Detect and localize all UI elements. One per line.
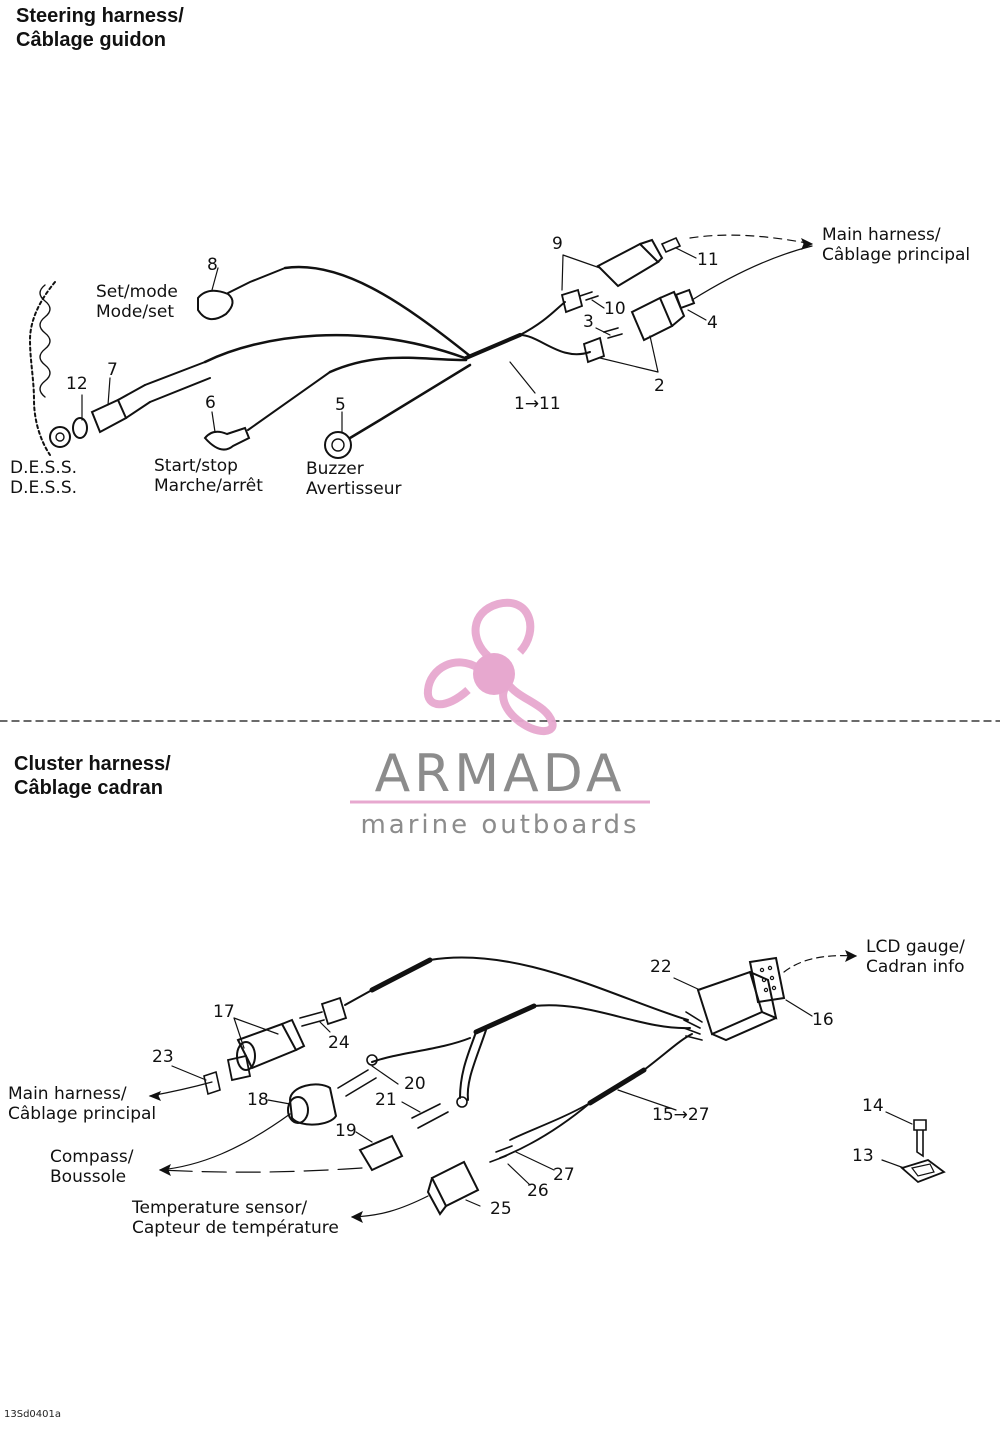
connector-25 <box>430 1160 480 1208</box>
label-compass: Compass/ Boussole <box>50 1147 133 1187</box>
label-start-stop-en: Start/stop <box>154 456 238 476</box>
label-compass-en: Compass/ <box>50 1147 134 1167</box>
callout-20: 20 <box>404 1074 426 1094</box>
connector-19 <box>358 1134 404 1172</box>
cluster-title-en: Cluster harness/ <box>14 753 171 775</box>
callout-13: 13 <box>852 1146 874 1166</box>
callout-8: 8 <box>207 255 218 275</box>
callout-5: 5 <box>335 395 346 415</box>
callout-26: 26 <box>527 1181 549 1201</box>
callout-6: 6 <box>205 393 216 413</box>
callout-14: 14 <box>862 1096 884 1116</box>
label-set-mode: Set/mode Mode/set <box>96 282 178 322</box>
label-main-harness-bottom: Main harness/ Câblage principal <box>8 1084 156 1124</box>
label-main-harness-top-fr: Câblage principal <box>822 245 971 265</box>
label-temperature-sensor: Temperature sensor/ Capteur de températu… <box>132 1198 339 1238</box>
callout-23: 23 <box>152 1047 174 1067</box>
seal-23 <box>226 1054 252 1082</box>
callout-27: 27 <box>553 1165 575 1185</box>
callout-3: 3 <box>583 312 594 332</box>
dess-coil-cord <box>28 281 56 456</box>
callout-15-to-27: 15→27 <box>652 1105 710 1125</box>
label-main-harness-bottom-en: Main harness/ <box>8 1084 127 1104</box>
callout-4: 4 <box>707 313 718 333</box>
plate-24 <box>320 996 348 1026</box>
wedge-11 <box>660 236 682 254</box>
label-temp-sensor-fr: Capteur de température <box>132 1218 339 1238</box>
dess-post-7 <box>90 398 128 434</box>
label-set-mode-en: Set/mode <box>96 282 178 302</box>
label-start-stop: Start/stop Marche/arrêt <box>154 456 263 496</box>
callout-7: 7 <box>107 360 118 380</box>
connector-9 <box>596 242 660 288</box>
dess-ring-12 <box>72 417 88 439</box>
callout-18: 18 <box>247 1090 269 1110</box>
cluster-sleeve-bottom <box>587 1067 647 1106</box>
label-dess-en: D.E.S.S. <box>10 458 78 478</box>
steering-harness-title: Steering harness/ Câblage guidon <box>16 4 184 52</box>
label-buzzer: Buzzer Avertisseur <box>306 459 401 499</box>
label-start-stop-fr: Marche/arrêt <box>154 476 263 496</box>
cluster-sleeve-top <box>369 957 433 993</box>
label-set-mode-fr: Mode/set <box>96 302 175 322</box>
callout-1-to-11: 1→11 <box>514 394 561 414</box>
callout-17: 17 <box>213 1002 235 1022</box>
drawing-reference-code: 13Sd0401a <box>4 1409 61 1420</box>
label-buzzer-fr: Avertisseur <box>306 479 402 499</box>
callout-11: 11 <box>697 250 719 270</box>
lcd-plug-16 <box>748 956 786 1004</box>
harness-sleeve <box>464 333 522 360</box>
connector-22 <box>696 970 764 1036</box>
callout-19: 19 <box>335 1121 357 1141</box>
steering-title-fr: Câblage guidon <box>16 29 166 51</box>
label-main-harness-top: Main harness/ Câblage principal <box>822 225 970 265</box>
cluster-title-fr: Câblage cadran <box>14 777 163 799</box>
propeller-hub <box>473 653 515 695</box>
dess-key <box>49 426 71 448</box>
label-lcd-gauge: LCD gauge/ Cadran info <box>866 937 965 977</box>
clip-13 <box>900 1159 946 1184</box>
callout-9: 9 <box>552 234 563 254</box>
callout-21: 21 <box>375 1090 397 1110</box>
label-compass-fr: Boussole <box>50 1167 127 1187</box>
connector-18 <box>288 1083 338 1126</box>
propeller-logo <box>423 598 557 735</box>
label-buzzer-en: Buzzer <box>306 459 364 479</box>
callout-10: 10 <box>604 299 626 319</box>
connector-housing-2 <box>630 296 674 342</box>
label-dess-fr: D.E.S.S. <box>10 478 78 498</box>
label-lcd-gauge-en: LCD gauge/ <box>866 937 965 957</box>
cluster-harness-title: Cluster harness/ Câblage cadran <box>14 752 171 800</box>
callout-2: 2 <box>654 376 665 396</box>
callout-16: 16 <box>812 1010 834 1030</box>
steering-title-en: Steering harness/ <box>16 5 184 27</box>
label-dess: D.E.S.S. D.E.S.S. <box>10 458 77 498</box>
label-temp-sensor-en: Temperature sensor/ <box>132 1198 308 1218</box>
label-lcd-gauge-fr: Cadran info <box>866 957 965 977</box>
callout-25: 25 <box>490 1199 512 1219</box>
screw-14 <box>913 1119 927 1158</box>
brand-tagline: marine outboards <box>360 810 640 840</box>
label-main-harness-bottom-fr: Câblage principal <box>8 1104 157 1124</box>
callout-22: 22 <box>650 957 672 977</box>
cluster-sleeve-mid <box>473 1003 537 1035</box>
set-mode-switch <box>197 289 234 321</box>
callout-12: 12 <box>66 374 88 394</box>
label-main-harness-top-en: Main harness/ <box>822 225 941 245</box>
start-stop-switch <box>203 426 251 451</box>
brand-name: ARMADA <box>374 744 626 804</box>
buzzer <box>324 431 352 459</box>
lock-4 <box>674 288 696 310</box>
callout-24: 24 <box>328 1033 350 1053</box>
